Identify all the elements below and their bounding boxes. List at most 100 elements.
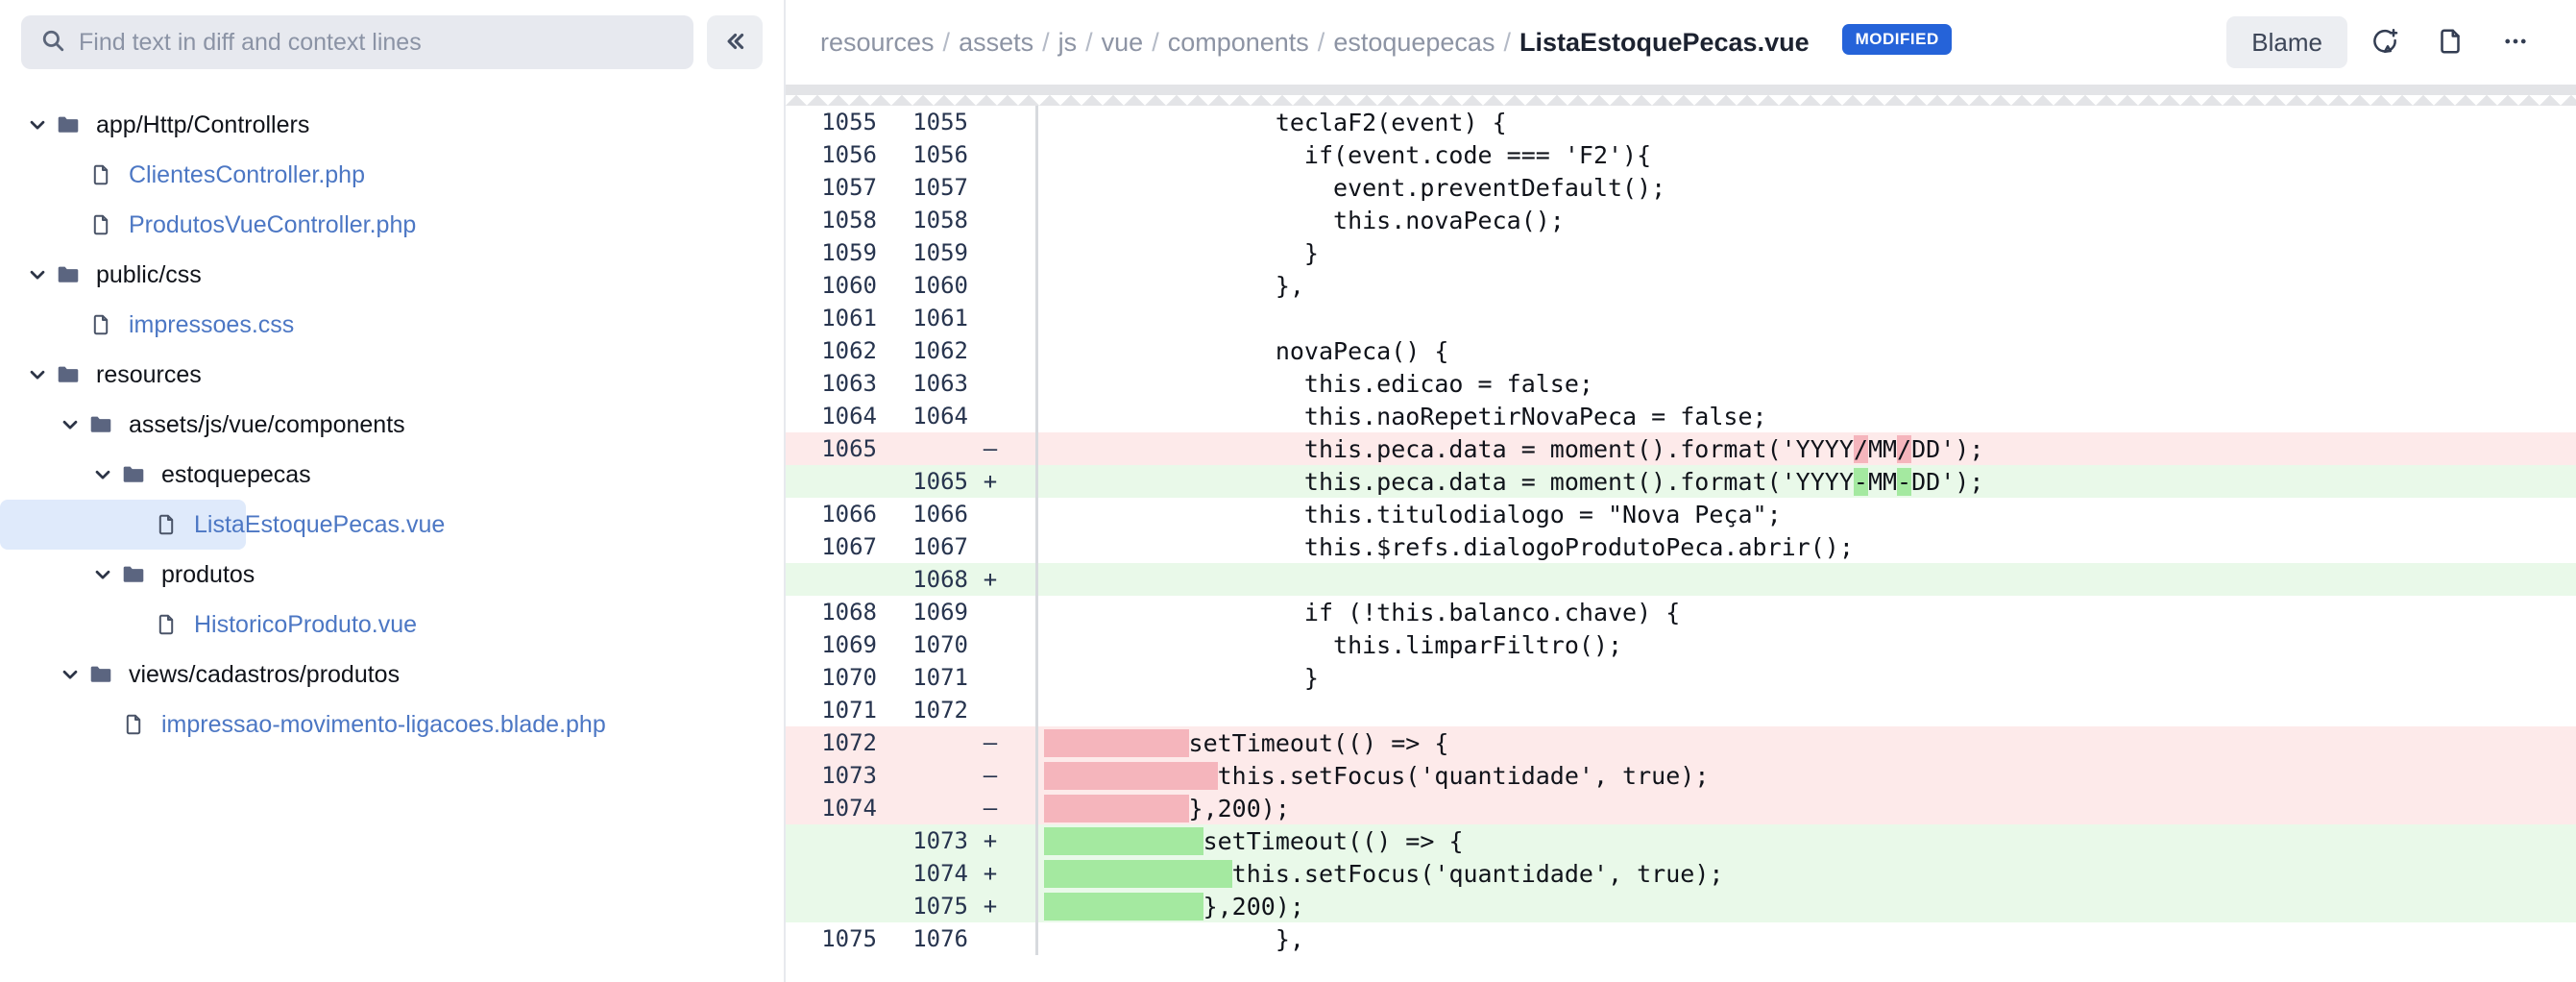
diff-line[interactable]: 1074– },200);	[786, 792, 2576, 824]
diff-code-cell[interactable]: if (!this.balanco.chave) {	[1038, 596, 2576, 628]
add-comment-button[interactable]	[2357, 16, 2413, 68]
chevron-down-icon[interactable]	[23, 264, 52, 285]
tree-file-row[interactable]: impressoes.css	[0, 300, 784, 350]
diff-line[interactable]: 1075+ },200);	[786, 890, 2576, 922]
diff-code-cell[interactable]: setTimeout(() => {	[1038, 824, 2576, 857]
chevron-down-icon[interactable]	[88, 464, 117, 485]
search-box[interactable]	[21, 15, 693, 69]
diff-code-cell[interactable]: },200);	[1038, 890, 2576, 922]
chevron-down-icon[interactable]	[88, 564, 117, 585]
breadcrumb-segment[interactable]: vue	[1101, 27, 1144, 57]
chevron-down-icon[interactable]	[23, 364, 52, 385]
breadcrumb-segment[interactable]: components	[1167, 27, 1309, 57]
diff-line[interactable]: 1073+ setTimeout(() => {	[786, 824, 2576, 857]
tree-folder-row[interactable]: views/cadastros/produtos	[0, 650, 784, 700]
search-input[interactable]	[79, 28, 674, 57]
tree-folder-row[interactable]: public/css	[0, 250, 784, 300]
diff-code-cell[interactable]: this.setFocus('quantidade', true);	[1038, 759, 2576, 792]
diff-code-cell[interactable]: this.limparFiltro();	[1038, 628, 2576, 661]
diff-code-segment: this.setFocus('quantidade', true);	[1231, 859, 1724, 888]
diff-code-cell[interactable]: this.novaPeca();	[1038, 204, 2576, 236]
diff-code-cell[interactable]: setTimeout(() => {	[1038, 726, 2576, 759]
tree-folder-row[interactable]: app/Http/Controllers	[0, 100, 784, 150]
tree-item-label: assets/js/vue/components	[129, 410, 405, 438]
diff-code-cell[interactable]: event.preventDefault();	[1038, 171, 2576, 204]
breadcrumb-filename: ListaEstoquePecas.vue	[1519, 27, 1810, 57]
diff-code-cell[interactable]	[1038, 694, 2576, 726]
diff-code-cell[interactable]: novaPeca() {	[1038, 334, 2576, 367]
diff-line[interactable]: 1068+	[786, 563, 2576, 596]
tree-file-row[interactable]: HistoricoProduto.vue	[0, 600, 784, 650]
diff-code-cell[interactable]: this.titulodialogo = "Nova Peça";	[1038, 498, 2576, 530]
diff-code-cell[interactable]: },	[1038, 269, 2576, 302]
diff-code-cell[interactable]: this.edicao = false;	[1038, 367, 2576, 400]
diff-code-cell[interactable]: }	[1038, 661, 2576, 694]
diff-line[interactable]: 1065+ this.peca.data = moment().format('…	[786, 465, 2576, 498]
diff-marker: +	[983, 468, 998, 495]
view-file-button[interactable]	[2422, 16, 2478, 68]
tree-folder-row[interactable]: estoquepecas	[0, 450, 784, 500]
diff-code-cell[interactable]: this.naoRepetirNovaPeca = false;	[1038, 400, 2576, 432]
diff-line[interactable]: 1072– setTimeout(() => {	[786, 726, 2576, 759]
tree-file-row[interactable]: ProdutosVueController.php	[0, 200, 784, 250]
file-icon	[117, 713, 150, 736]
diff-line[interactable]: 1074+ this.setFocus('quantidade', true);	[786, 857, 2576, 890]
diff-code-cell[interactable]: teclaF2(event) {	[1038, 106, 2576, 138]
tree-file-row[interactable]: ListaEstoquePecas.vue	[0, 500, 445, 550]
file-icon	[150, 613, 182, 636]
breadcrumb-segment[interactable]: estoquepecas	[1333, 27, 1495, 57]
diff-line[interactable]: 1065– this.peca.data = moment().format('…	[786, 432, 2576, 465]
diff-code-cell[interactable]: },200);	[1038, 792, 2576, 824]
diff-code-text: },	[1038, 925, 1304, 953]
diff-code-cell[interactable]: if(event.code === 'F2'){	[1038, 138, 2576, 171]
diff-gutter: 1065+	[786, 465, 1035, 498]
collapse-sidebar-button[interactable]	[707, 15, 763, 69]
diff-code-cell[interactable]: this.$refs.dialogoProdutoPeca.abrir();	[1038, 530, 2576, 563]
breadcrumb-segment[interactable]: assets	[959, 27, 1034, 57]
chevron-down-icon[interactable]	[56, 414, 85, 435]
diff-code-cell[interactable]	[1038, 563, 2576, 596]
tree-file-row[interactable]: ClientesController.php	[0, 150, 784, 200]
gutter-divider	[1035, 498, 1038, 530]
diff-code-cell[interactable]	[1038, 302, 2576, 334]
tree-folder-row[interactable]: resources	[0, 350, 784, 400]
blame-button[interactable]: Blame	[2226, 16, 2347, 68]
chevron-down-icon[interactable]	[23, 114, 52, 135]
tree-folder-row[interactable]: produtos	[0, 550, 784, 600]
breadcrumb-segment[interactable]: js	[1057, 27, 1078, 57]
chevron-down-icon[interactable]	[56, 664, 85, 685]
tree-file-row[interactable]: impressao-movimento-ligacoes.blade.php	[0, 700, 784, 749]
diff-marker: –	[983, 762, 998, 789]
diff-word-highlight	[1044, 794, 1189, 822]
diff-code-cell[interactable]: this.peca.data = moment().format('YYYY/M…	[1038, 432, 2576, 465]
breadcrumb-segment[interactable]: resources	[820, 27, 935, 57]
diff-panel: resources/assets/js/vue/components/estoq…	[786, 0, 2576, 982]
diff-line[interactable]: 1073– this.setFocus('quantidade', true);	[786, 759, 2576, 792]
tree-folder-row[interactable]: assets/js/vue/components	[0, 400, 784, 450]
diff-code-cell[interactable]: },	[1038, 922, 2576, 955]
diff-code-cell[interactable]: this.setFocus('quantidade', true);	[1038, 857, 2576, 890]
diff-code-segment: DD');	[1911, 434, 1984, 463]
diff-code-cell[interactable]: this.peca.data = moment().format('YYYY-M…	[1038, 465, 2576, 498]
more-options-button[interactable]	[2488, 16, 2543, 68]
diff-code-cell[interactable]: }	[1038, 236, 2576, 269]
diff-code-text: if(event.code === 'F2'){	[1038, 141, 1651, 169]
